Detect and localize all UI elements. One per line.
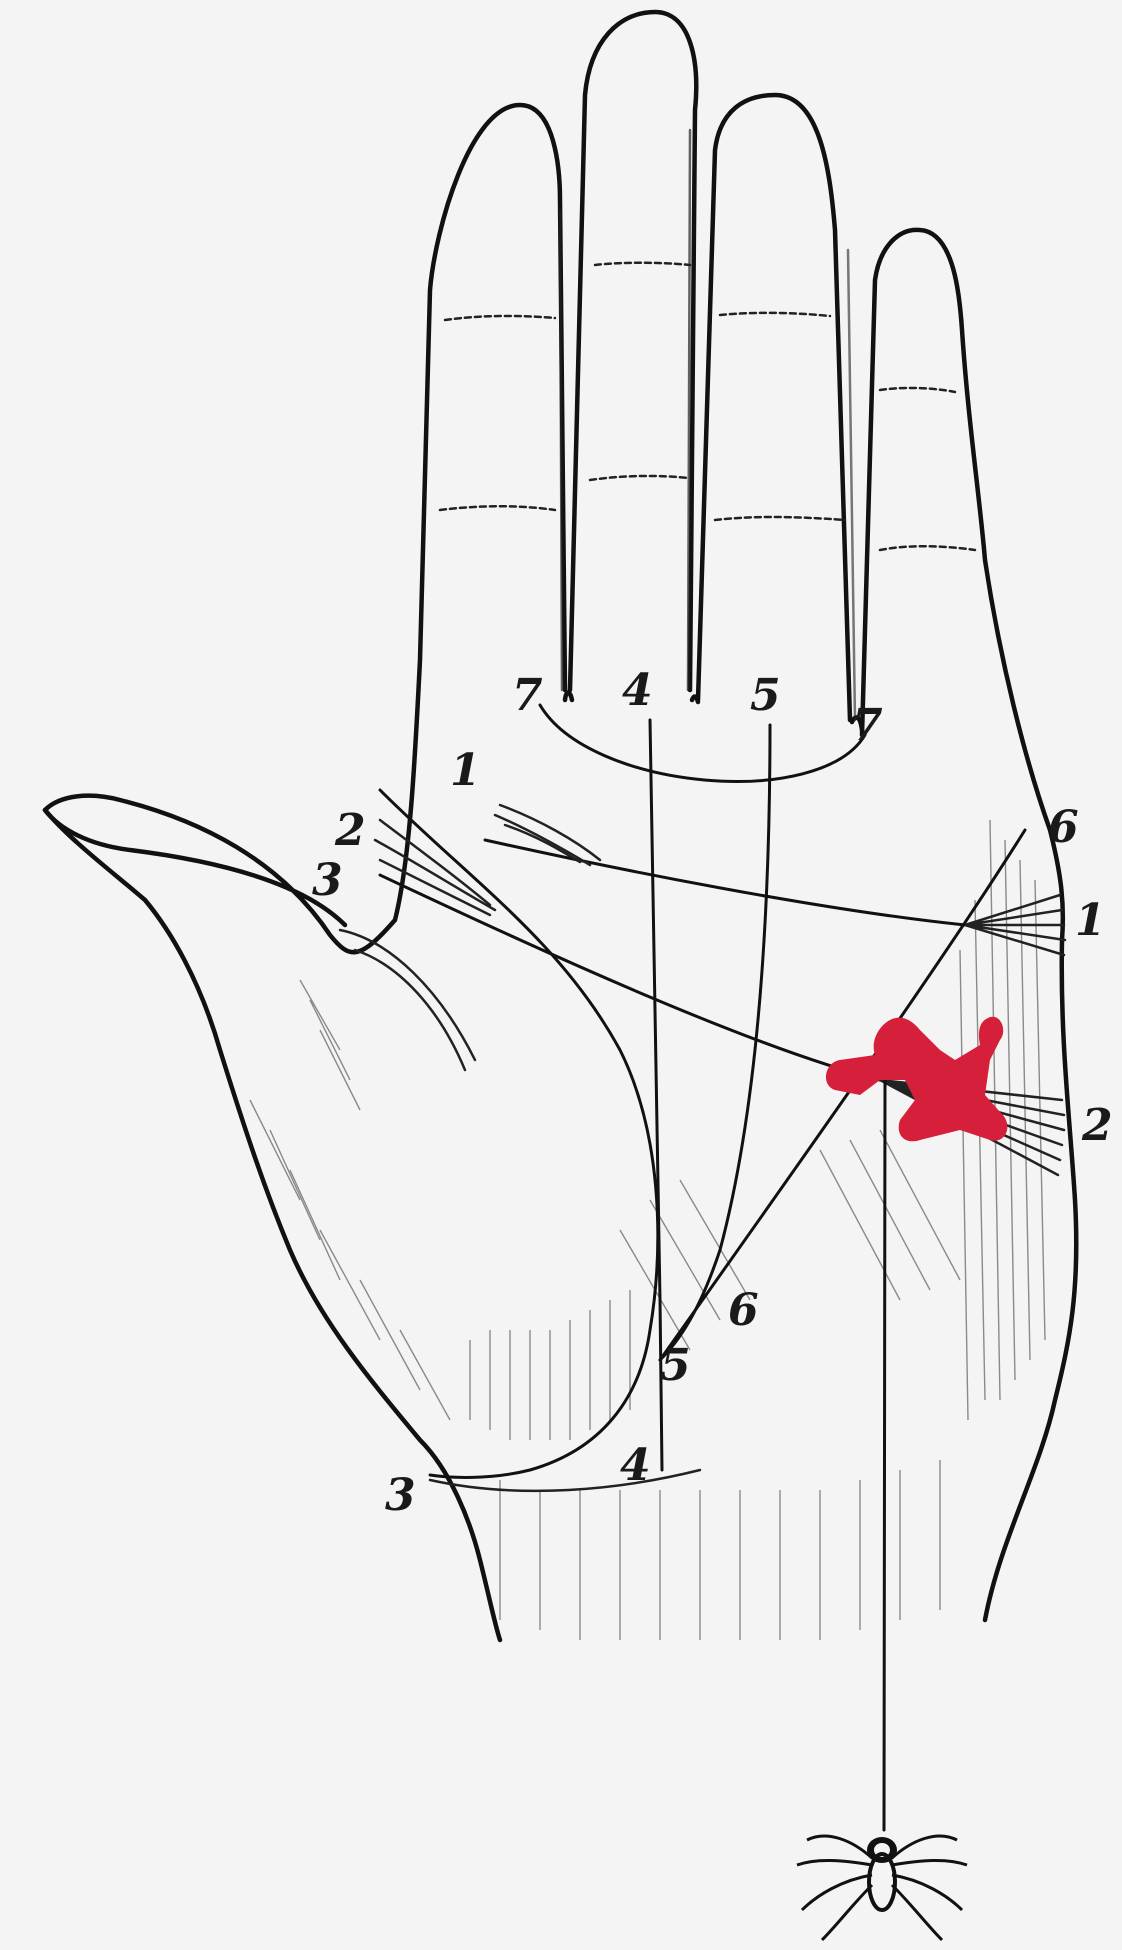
red-mark-shape bbox=[826, 1017, 1007, 1141]
label-finger-7-right: 7 bbox=[852, 700, 883, 751]
label-left-bottom-3: 3 bbox=[385, 1470, 416, 1521]
label-left-upper-1: 1 bbox=[450, 745, 481, 796]
thumb-outline bbox=[45, 810, 500, 1640]
red-mark bbox=[826, 1017, 1007, 1141]
finger-gap-2 bbox=[692, 696, 698, 702]
label-left-3: 3 bbox=[312, 855, 343, 906]
hand-illustration bbox=[45, 12, 1076, 1940]
finger-gap-1 bbox=[565, 693, 572, 701]
spider-thread bbox=[884, 1080, 885, 1830]
label-right-2: 2 bbox=[1081, 1100, 1113, 1151]
label-lower-4: 4 bbox=[620, 1440, 651, 1491]
heart-line bbox=[485, 840, 965, 925]
sun-line bbox=[660, 725, 770, 1360]
spider-icon bbox=[797, 1836, 967, 1940]
label-finger-5: 5 bbox=[750, 670, 781, 721]
label-left-2: 2 bbox=[334, 805, 366, 856]
label-lower-5: 5 bbox=[660, 1340, 691, 1391]
label-lower-6: 6 bbox=[728, 1285, 759, 1336]
label-finger-4: 4 bbox=[622, 665, 653, 716]
heart-line-fringe bbox=[495, 805, 1065, 955]
label-right-1: 1 bbox=[1075, 895, 1106, 946]
palm-wrist-crease bbox=[430, 1470, 700, 1491]
label-right-6: 6 bbox=[1048, 802, 1079, 853]
label-finger-7-left: 7 bbox=[512, 670, 543, 721]
girdle-of-venus-line bbox=[540, 705, 865, 781]
